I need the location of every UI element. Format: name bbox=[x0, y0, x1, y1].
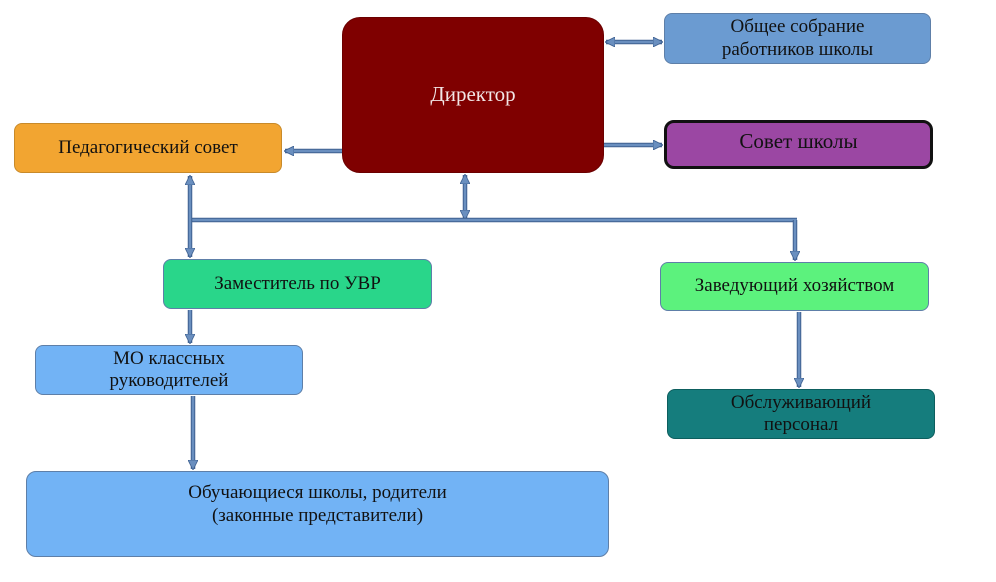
school-council-label: Совет школы bbox=[739, 129, 858, 153]
director-box[interactable]: Директор bbox=[342, 17, 604, 173]
class-teachers-association-label: МО классных руководителей bbox=[109, 348, 229, 391]
household-manager-box[interactable]: Заведующий хозяйством bbox=[660, 262, 929, 311]
pedagogical-council-box[interactable]: Педагогический совет bbox=[14, 123, 282, 173]
general-assembly-label: Общее собрание работников школы bbox=[721, 15, 874, 60]
pedagogical-council-label: Педагогический совет bbox=[58, 136, 238, 158]
director-label: Директор bbox=[430, 82, 516, 107]
service-staff-box[interactable]: Обслуживающий персонал bbox=[667, 389, 935, 439]
students-parents-label: Обучающиеся школы, родители (законные пр… bbox=[188, 482, 447, 526]
deputy-director-box[interactable]: Заместитель по УВР bbox=[163, 259, 432, 309]
service-staff-label: Обслуживающий персонал bbox=[730, 392, 872, 435]
household-manager-label: Заведующий хозяйством bbox=[694, 275, 895, 297]
students-parents-box[interactable]: Обучающиеся школы, родители (законные пр… bbox=[26, 471, 609, 557]
class-teachers-association-box[interactable]: МО классных руководителей bbox=[35, 345, 303, 395]
general-assembly-box[interactable]: Общее собрание работников школы bbox=[664, 13, 931, 64]
school-council-box[interactable]: Совет школы bbox=[664, 120, 933, 169]
deputy-director-label: Заместитель по УВР bbox=[214, 272, 381, 294]
